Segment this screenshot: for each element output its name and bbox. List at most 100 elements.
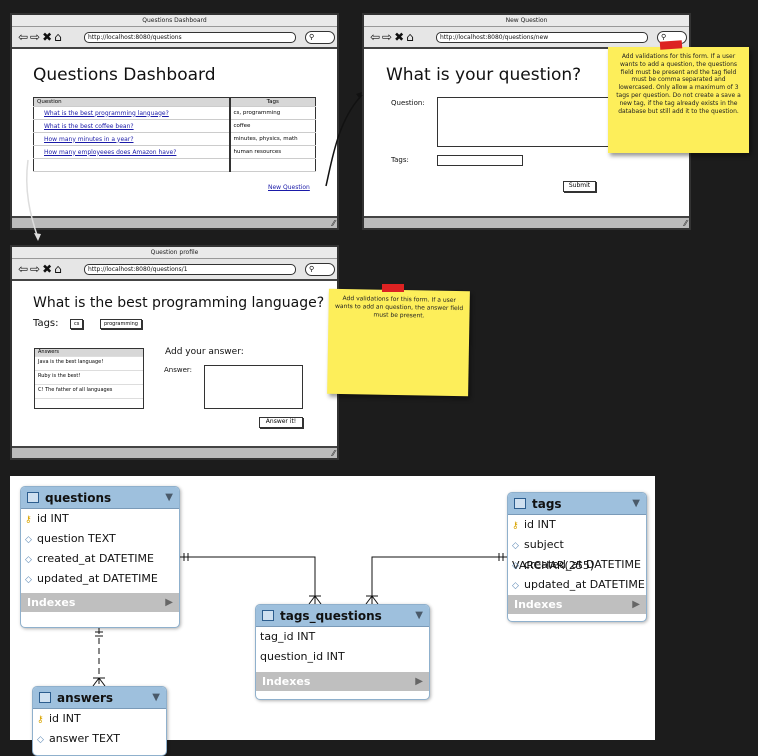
- answers-header: Answers: [35, 349, 143, 357]
- column-icon: ◇: [25, 535, 32, 545]
- sticky-note-new-question: Add validations for this form. If a user…: [608, 47, 749, 153]
- er-column: ⚷id INT: [33, 709, 166, 729]
- browser-navbar: ⇦⇨✖⌂ http://localhost:8080/questions ⚲: [12, 27, 337, 49]
- answers-list: Answers Java is the best language! Ruby …: [34, 348, 144, 409]
- nav-buttons-icon[interactable]: ⇦⇨✖⌂: [370, 30, 416, 44]
- question-profile-window: Question profile ⇦⇨✖⌂ http://localhost:8…: [10, 245, 339, 460]
- collapse-arrow-icon[interactable]: ▼: [415, 610, 423, 621]
- list-item: Java is the best language!: [35, 357, 143, 371]
- table-icon: [39, 692, 51, 703]
- window-title: New Question: [364, 15, 689, 27]
- resize-grip-icon[interactable]: ⁄⁄: [332, 219, 335, 228]
- indexes-section[interactable]: Indexes▶: [21, 593, 179, 612]
- browser-navbar: ⇦⇨✖⌂ http://localhost:8080/questions/new…: [364, 27, 689, 49]
- er-table-answers[interactable]: answers▼ ⚷id INT ◇answer TEXT: [32, 686, 167, 756]
- table-row: How many employeees does Amazon have? hum…: [33, 145, 316, 159]
- url-bar[interactable]: http://localhost:8080/questions/1: [84, 264, 296, 275]
- tag-chip[interactable]: cs: [70, 319, 84, 329]
- questions-table: Question Tags What is the best programmi…: [33, 97, 316, 172]
- indexes-section[interactable]: Indexes▶: [256, 672, 429, 691]
- table-icon: [27, 492, 39, 503]
- table-name: tags_questions: [280, 609, 382, 623]
- resize-grip-icon[interactable]: ⁄⁄: [332, 449, 335, 458]
- url-bar[interactable]: http://localhost:8080/questions/new: [436, 32, 648, 43]
- status-bar: ⁄⁄: [364, 216, 689, 228]
- col-question: Question: [33, 97, 230, 107]
- submit-button[interactable]: Submit: [563, 181, 596, 192]
- column-icon: ◇: [25, 555, 32, 565]
- er-column: ⚷id INT: [21, 509, 179, 529]
- flow-arrows: [25, 92, 363, 241]
- table-name: questions: [45, 491, 112, 505]
- list-item: C! The father of all languages: [35, 385, 143, 399]
- er-column: question_id INT: [260, 650, 345, 663]
- column-icon: ◇: [512, 581, 519, 591]
- collapse-arrow-icon[interactable]: ▼: [165, 492, 173, 503]
- er-table-tags[interactable]: tags ▼ ⚷id INT ◇subject VARCHAR(255) ◇cre…: [507, 492, 647, 622]
- er-column: ◇updated_at DATETIME: [508, 575, 646, 595]
- expand-arrow-icon: ▶: [165, 597, 173, 608]
- status-bar: ⁄⁄: [12, 446, 337, 458]
- col-tags: Tags: [228, 97, 316, 107]
- answer-label: Answer:: [164, 366, 193, 374]
- primary-key-icon: ⚷: [25, 515, 32, 525]
- expand-arrow-icon: ▶: [415, 676, 423, 687]
- page-title: What is the best programming language?: [33, 295, 325, 311]
- tape-icon: [382, 284, 404, 292]
- list-item: Ruby is the best!: [35, 371, 143, 385]
- search-icon[interactable]: ⚲: [305, 263, 335, 276]
- window-title: Question profile: [12, 247, 337, 259]
- er-table-questions[interactable]: questions ▼ ⚷id INT ◇question TEXT ◇creat…: [20, 486, 180, 628]
- status-bar: ⁄⁄: [12, 216, 337, 228]
- er-column: ◇created_at DATETIME: [508, 555, 646, 575]
- question-label: Question:: [391, 99, 425, 107]
- tags-cell: cs, programming: [228, 106, 316, 120]
- column-icon: ◇: [25, 575, 32, 585]
- search-icon[interactable]: ⚲: [305, 31, 335, 44]
- question-link[interactable]: What is the best programming language?: [44, 109, 169, 117]
- expand-arrow-icon: ▶: [632, 599, 640, 610]
- table-row: What is the best programming language? cs…: [33, 106, 316, 120]
- window-title: Questions Dashboard: [12, 15, 337, 27]
- question-link[interactable]: How many employeees does Amazon have?: [44, 148, 177, 156]
- table-row: What is the best coffee bean? coffee: [33, 119, 316, 133]
- er-column: ◇question TEXT: [21, 529, 179, 549]
- table-name: tags: [532, 497, 562, 511]
- table-icon: [262, 610, 274, 621]
- column-icon: ◇: [37, 735, 44, 745]
- nav-buttons-icon[interactable]: ⇦⇨✖⌂: [18, 30, 64, 44]
- page-title: Questions Dashboard: [33, 65, 216, 85]
- tags-input[interactable]: [437, 155, 523, 166]
- tags-cell: human resources: [228, 145, 316, 159]
- question-link[interactable]: What is the best coffee bean?: [44, 122, 134, 130]
- table-name: answers: [57, 691, 114, 705]
- nav-buttons-icon[interactable]: ⇦⇨✖⌂: [18, 262, 64, 276]
- er-diagram: questions ▼ ⚷id INT ◇question TEXT ◇creat…: [10, 476, 655, 756]
- answer-textarea[interactable]: [204, 365, 303, 409]
- question-textarea[interactable]: [437, 97, 610, 147]
- url-bar[interactable]: http://localhost:8080/questions: [84, 32, 296, 43]
- answer-button[interactable]: Answer it!: [259, 417, 303, 428]
- collapse-arrow-icon[interactable]: ▼: [152, 692, 160, 703]
- er-column: ⚷id INT: [508, 515, 646, 535]
- tag-chip[interactable]: programming: [100, 319, 142, 329]
- question-link[interactable]: How many minutes in a year?: [44, 135, 134, 143]
- er-table-tags-questions[interactable]: tags_questions ▼ tag_id INT question_id I…: [255, 604, 430, 700]
- dashboard-window: Questions Dashboard ⇦⇨✖⌂ http://localhos…: [10, 13, 339, 230]
- tags-label: Tags:: [33, 318, 59, 329]
- add-answer-heading: Add your answer:: [165, 347, 244, 357]
- resize-grip-icon[interactable]: ⁄⁄: [684, 219, 687, 228]
- er-column: ◇created_at DATETIME: [21, 549, 179, 569]
- table-row: How many minutes in a year?minutes, phys…: [33, 132, 316, 146]
- primary-key-icon: ⚷: [512, 521, 519, 531]
- column-icon: ◇: [512, 541, 519, 551]
- indexes-section[interactable]: Indexes▶: [508, 595, 646, 614]
- new-question-link[interactable]: New Question: [268, 184, 310, 191]
- tags-cell: coffee: [228, 119, 316, 133]
- table-icon: [514, 498, 526, 509]
- page-title: What is your question?: [386, 65, 582, 85]
- er-column: tag_id INT: [260, 630, 316, 643]
- er-column: ◇subject VARCHAR(255): [512, 538, 595, 572]
- browser-navbar: ⇦⇨✖⌂ http://localhost:8080/questions/1 ⚲: [12, 259, 337, 281]
- collapse-arrow-icon[interactable]: ▼: [632, 498, 640, 509]
